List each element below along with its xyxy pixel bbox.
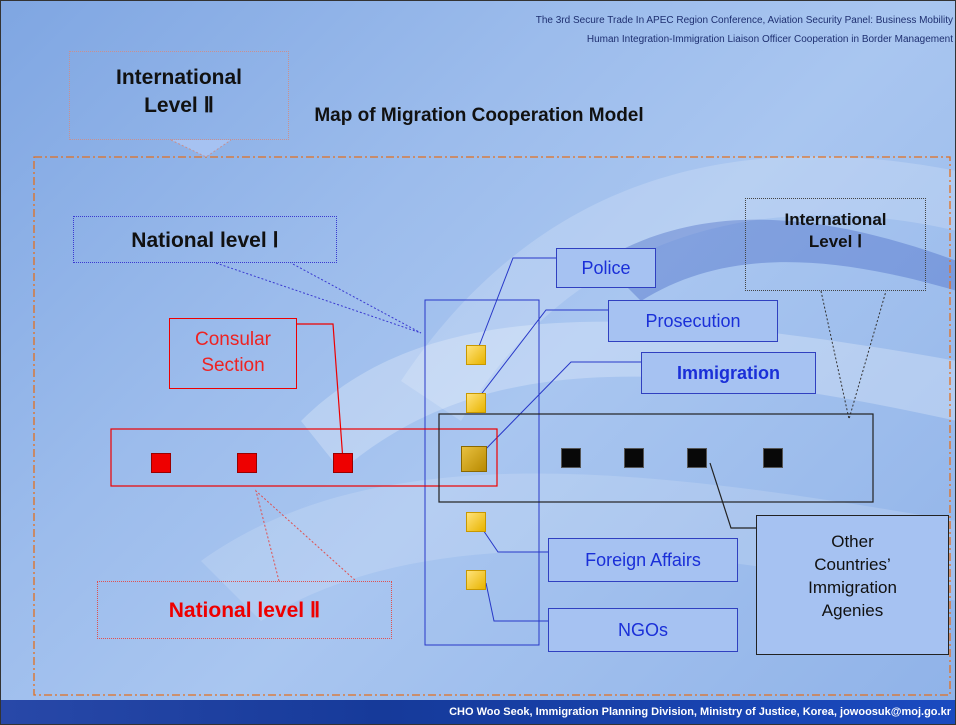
- callout-international-level-2: International Level Ⅱ: [69, 51, 289, 140]
- conference-subtitle: Human Integration-Immigration Liaison Of…: [586, 34, 953, 45]
- consular-line2: Section: [201, 355, 265, 376]
- immigration-node-square: [461, 446, 487, 472]
- agency-police: Police: [556, 248, 656, 288]
- consular-line1: Consular: [194, 329, 272, 350]
- consular-node-square: [333, 453, 353, 473]
- footer-credit: CHO Woo Seok, Immigration Planning Divis…: [1, 700, 955, 724]
- international-1-line2: Level Ⅰ: [808, 232, 863, 251]
- consular-node-square: [237, 453, 257, 473]
- foreign-affairs-node-square: [466, 512, 486, 532]
- other-line2: Countries’: [814, 555, 891, 574]
- callout-national-level-1: National level Ⅰ: [73, 216, 337, 263]
- other-countries-immigration-box: Other Countries’ Immigration Agenies: [756, 515, 949, 655]
- callout-national-level-2: National level Ⅱ: [97, 581, 392, 639]
- other-line4: Agenies: [821, 601, 884, 620]
- other-line1: Other: [831, 532, 874, 551]
- international-1-line1: International: [784, 210, 887, 229]
- consular-node-square: [151, 453, 171, 473]
- prosecution-node-square: [466, 393, 486, 413]
- conference-title: The 3rd Secure Trade In APEC Region Conf…: [535, 15, 953, 26]
- agency-prosecution: Prosecution: [608, 300, 778, 342]
- other-country-node-square: [763, 448, 783, 468]
- other-country-node-square: [687, 448, 707, 468]
- other-country-node-square: [561, 448, 581, 468]
- page-title: Map of Migration Cooperation Model: [314, 105, 644, 126]
- callout-consular-section: Consular Section: [169, 318, 297, 389]
- international-2-line1: International: [115, 66, 242, 89]
- callout-international-level-1: International Level Ⅰ: [745, 198, 926, 291]
- agency-immigration: Immigration: [641, 352, 816, 394]
- agency-foreign-affairs: Foreign Affairs: [548, 538, 738, 582]
- international-2-line2: Level Ⅱ: [144, 94, 214, 117]
- agency-ngos: NGOs: [548, 608, 738, 652]
- other-country-node-square: [624, 448, 644, 468]
- other-line3: Immigration: [808, 578, 897, 597]
- police-node-square: [466, 345, 486, 365]
- ngos-node-square: [466, 570, 486, 590]
